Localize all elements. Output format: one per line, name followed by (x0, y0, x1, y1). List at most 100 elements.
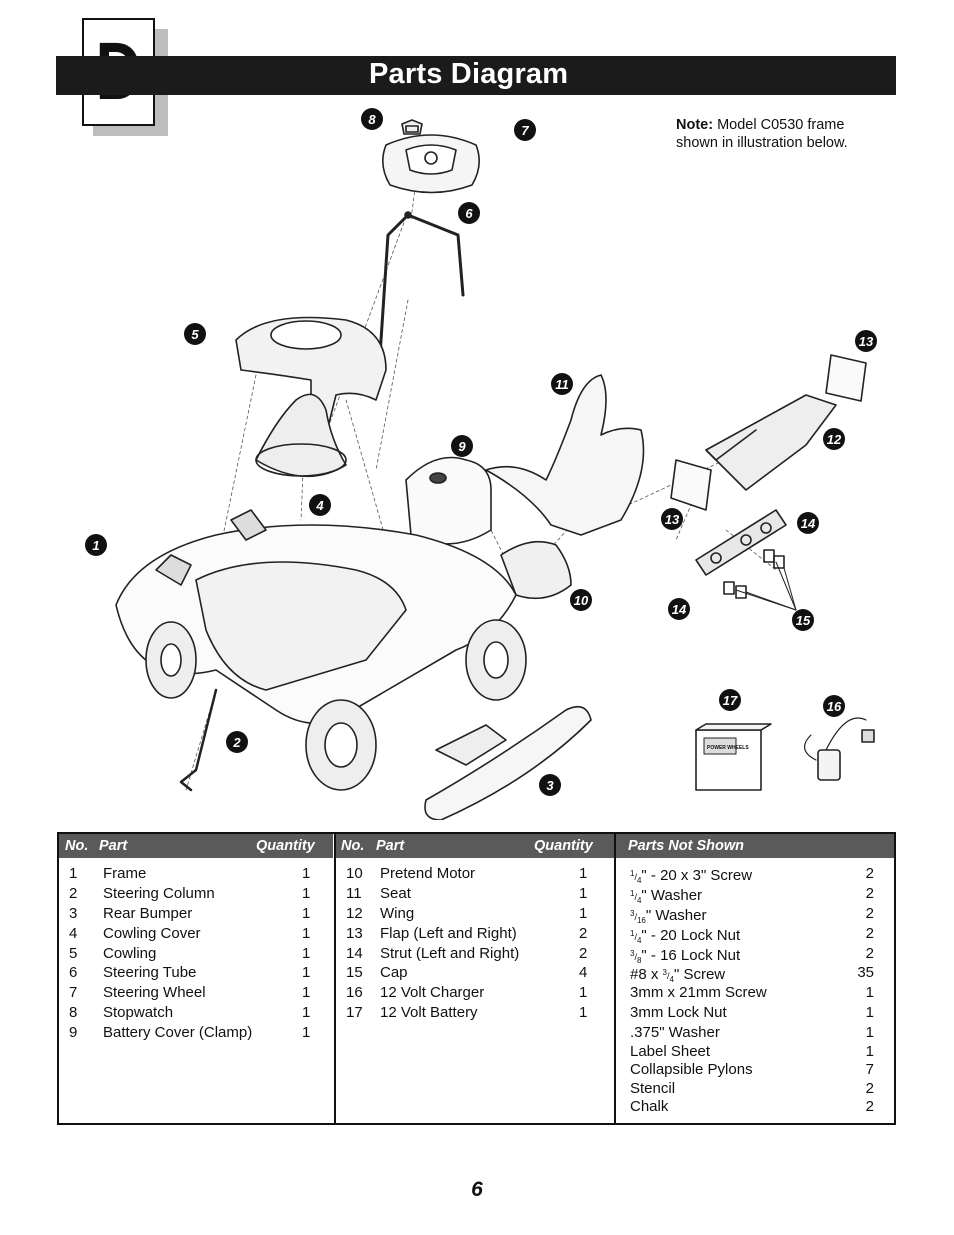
hardware-text: " - 16 Lock Nut (641, 946, 741, 964)
callout-14a: 14 (797, 512, 819, 534)
hardware-quantity: 2 (865, 865, 874, 882)
part-number: 16 (346, 984, 363, 1002)
part-number: 8 (69, 1004, 78, 1022)
part-quantity: 1 (302, 865, 311, 882)
part-quantity: 2 (579, 924, 588, 942)
hardware-quantity: 1 (865, 1004, 874, 1022)
callout-14b: 14 (668, 598, 690, 620)
hardware-description: Label Sheet (630, 1043, 710, 1061)
note-line2: shown in illustration below. (676, 135, 848, 151)
part-number: 4 (69, 924, 78, 942)
part-number: 14 (346, 944, 363, 962)
part-number: 2 (69, 884, 78, 902)
fraction-numerator: 1 (630, 928, 635, 938)
callout-15: 15 (792, 609, 814, 631)
header-part: Part (99, 838, 128, 854)
hardware-description: 3/8" - 16 Lock Nut (630, 944, 740, 971)
part-number: 3 (69, 904, 78, 922)
hardware-description: 1/4" - 20 Lock Nut (630, 924, 740, 951)
part-quantity: 4 (579, 964, 588, 982)
hardware-fraction: 1/4 (630, 888, 642, 905)
callout-12: 12 (823, 428, 845, 450)
table-row: 3mm Lock Nut 1 (616, 1003, 894, 1023)
part-name: Strut (Left and Right) (380, 944, 520, 962)
part-name: 12 Volt Battery (380, 1004, 478, 1022)
callout-13a: 13 (855, 330, 877, 352)
part-quantity: 1 (302, 924, 311, 942)
part-name: Cap (380, 964, 408, 982)
part-name: Steering Wheel (103, 984, 206, 1002)
part-number: 9 (69, 1024, 78, 1042)
hardware-quantity: 2 (865, 944, 874, 962)
header-quantity: Quantity (534, 838, 593, 854)
page-number: 6 (471, 1178, 483, 1201)
fraction-denominator: 4 (636, 895, 642, 905)
table-row: Stencil 2 (616, 1080, 894, 1098)
parts-header-1: No. Part Quantity (59, 834, 333, 858)
header-quantity: Quantity (256, 838, 315, 854)
part-name: Cowling Cover (103, 924, 201, 942)
hardware-quantity: 2 (865, 1079, 874, 1097)
part-quantity: 1 (579, 904, 588, 922)
table-row: Chalk 2 (616, 1098, 894, 1116)
hardware-fraction: 3/8 (630, 948, 642, 965)
fraction-denominator: 8 (636, 955, 642, 965)
hardware-description: 3mm x 21mm Screw (630, 983, 767, 1003)
parts-diagram: POWER WHEELS (115, 119, 875, 820)
callout-11: 11 (551, 373, 573, 395)
hardware-fraction: 3/4 (662, 968, 674, 985)
hardware-text: Label Sheet (630, 1043, 711, 1061)
callout-8: 8 (361, 108, 383, 130)
part-number: 11 (346, 884, 362, 902)
part-number: 6 (69, 964, 78, 982)
hardware-quantity: 2 (865, 1098, 874, 1116)
page-title: Parts Diagram (369, 58, 569, 90)
hardware-description: 1/4" - 20 x 3" Screw (630, 864, 752, 891)
hardware-description: 3/16" Washer (630, 904, 707, 931)
fraction-numerator: 1 (630, 888, 635, 898)
part-name: 12 Volt Charger (380, 984, 485, 1002)
hardware-description: .375" Washer (630, 1023, 720, 1043)
hardware-fraction: 3/16 (630, 908, 646, 925)
hardware-description: 3mm Lock Nut (630, 1003, 727, 1023)
part-quantity: 1 (302, 984, 311, 1002)
part-quantity: 1 (302, 944, 311, 962)
hardware-quantity: 7 (865, 1061, 874, 1079)
callout-6: 6 (458, 202, 480, 224)
fraction-denominator: 4 (636, 875, 642, 885)
part-quantity: 1 (579, 984, 588, 1002)
part-number: 12 (346, 904, 363, 922)
part-quantity: 1 (302, 884, 311, 902)
fraction-numerator: 3 (630, 908, 635, 918)
note: Note: Model C0530 frame shown in illustr… (676, 116, 848, 152)
fraction-numerator: 3 (662, 968, 667, 978)
hardware-description: Chalk (630, 1098, 668, 1116)
note-line1: Model C0530 frame (717, 117, 845, 133)
hardware-text: 3mm x 21mm Screw (630, 984, 767, 1002)
fraction-denominator: 4 (636, 935, 642, 945)
header-not-shown: Parts Not Shown (628, 838, 745, 854)
callout-4: 4 (309, 494, 331, 516)
table-row: 4 Cowling Cover 1 (59, 924, 333, 944)
hardware-text: " Washer (641, 886, 703, 904)
hardware-text: Stencil (630, 1079, 676, 1097)
hardware-text: 3mm Lock Nut (630, 1004, 727, 1022)
